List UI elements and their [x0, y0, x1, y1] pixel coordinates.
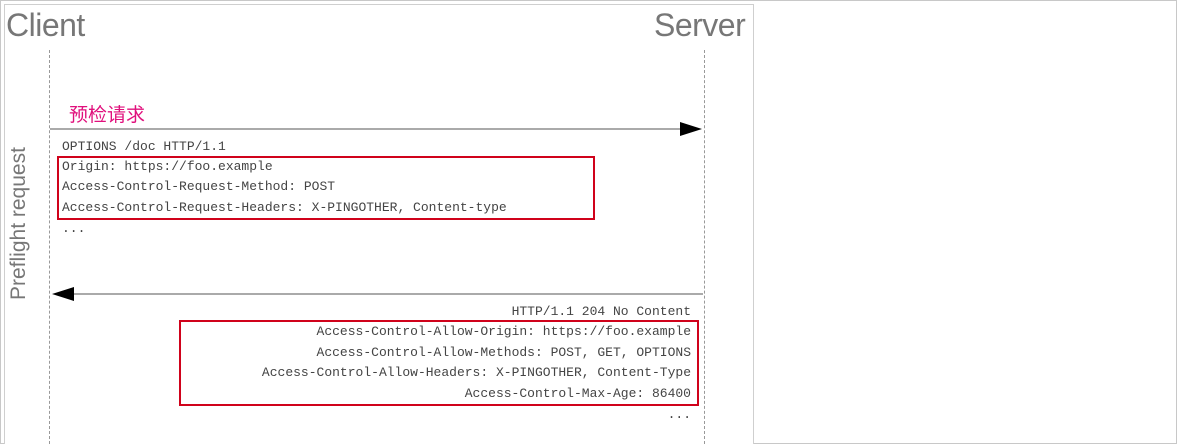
- response-header-allow-methods: Access-Control-Allow-Methods: POST, GET,…: [316, 345, 691, 360]
- response-headers-highlight: [179, 320, 699, 406]
- sequence-diagram: [4, 4, 754, 444]
- actor-client-label: Client: [6, 7, 85, 43]
- response-header-allow-origin: Access-Control-Allow-Origin: https://foo…: [316, 324, 691, 339]
- request-headers-highlight: [57, 156, 595, 220]
- request-header-origin: Origin: https://foo.example: [62, 159, 273, 174]
- preflight-chinese-label: 预检请求: [69, 104, 146, 126]
- request-header-headers: Access-Control-Request-Headers: X-PINGOT…: [62, 200, 507, 215]
- response-header-max-age: Access-Control-Max-Age: 86400: [464, 386, 691, 401]
- request-start-line: OPTIONS /doc HTTP/1.1: [62, 139, 226, 154]
- request-header-method: Access-Control-Request-Method: POST: [62, 179, 336, 194]
- response-ellipsis: ...: [667, 407, 691, 422]
- actor-server-label: Server: [654, 7, 746, 43]
- response-status-line: HTTP/1.1 204 No Content: [511, 304, 691, 319]
- request-arrow: [50, 122, 702, 136]
- arrows-layer: [50, 122, 703, 301]
- server-lifeline: [704, 50, 705, 444]
- request-ellipsis: ...: [62, 221, 86, 236]
- client-lifeline: [49, 50, 50, 444]
- response-arrow: [52, 287, 703, 301]
- response-header-allow-headers: Access-Control-Allow-Headers: X-PINGOTHE…: [261, 365, 691, 380]
